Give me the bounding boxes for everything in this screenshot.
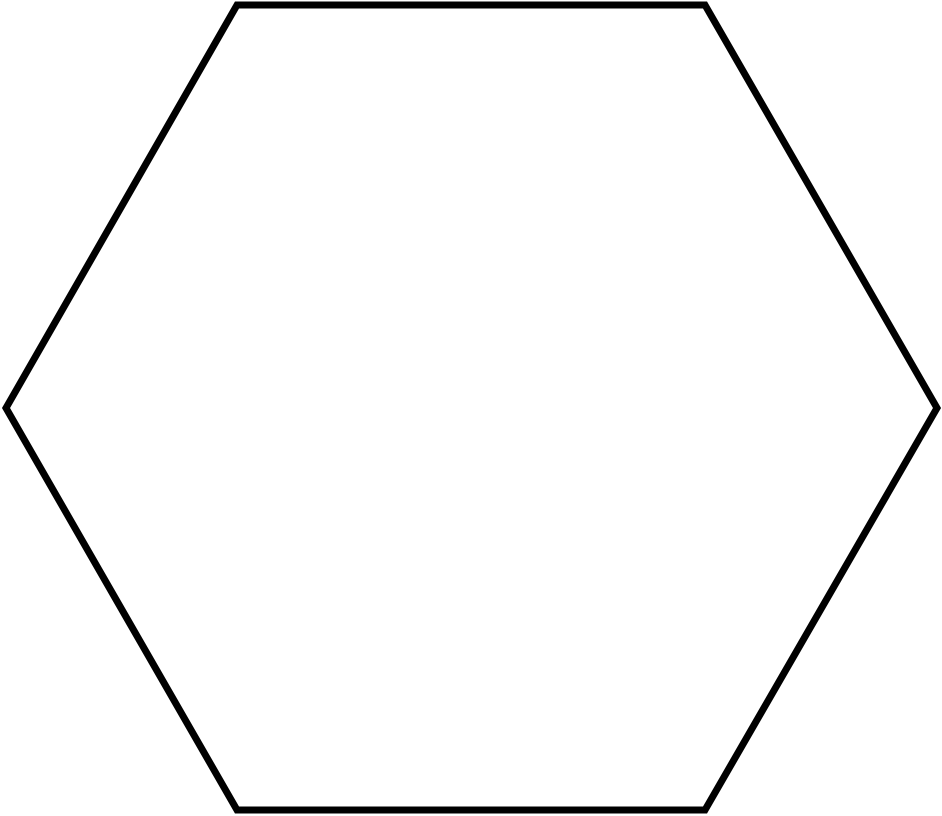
diagram-canvas (1, 1, 942, 814)
hexagon-figure (1, 1, 942, 814)
hexagon-outline (1, 1, 942, 814)
